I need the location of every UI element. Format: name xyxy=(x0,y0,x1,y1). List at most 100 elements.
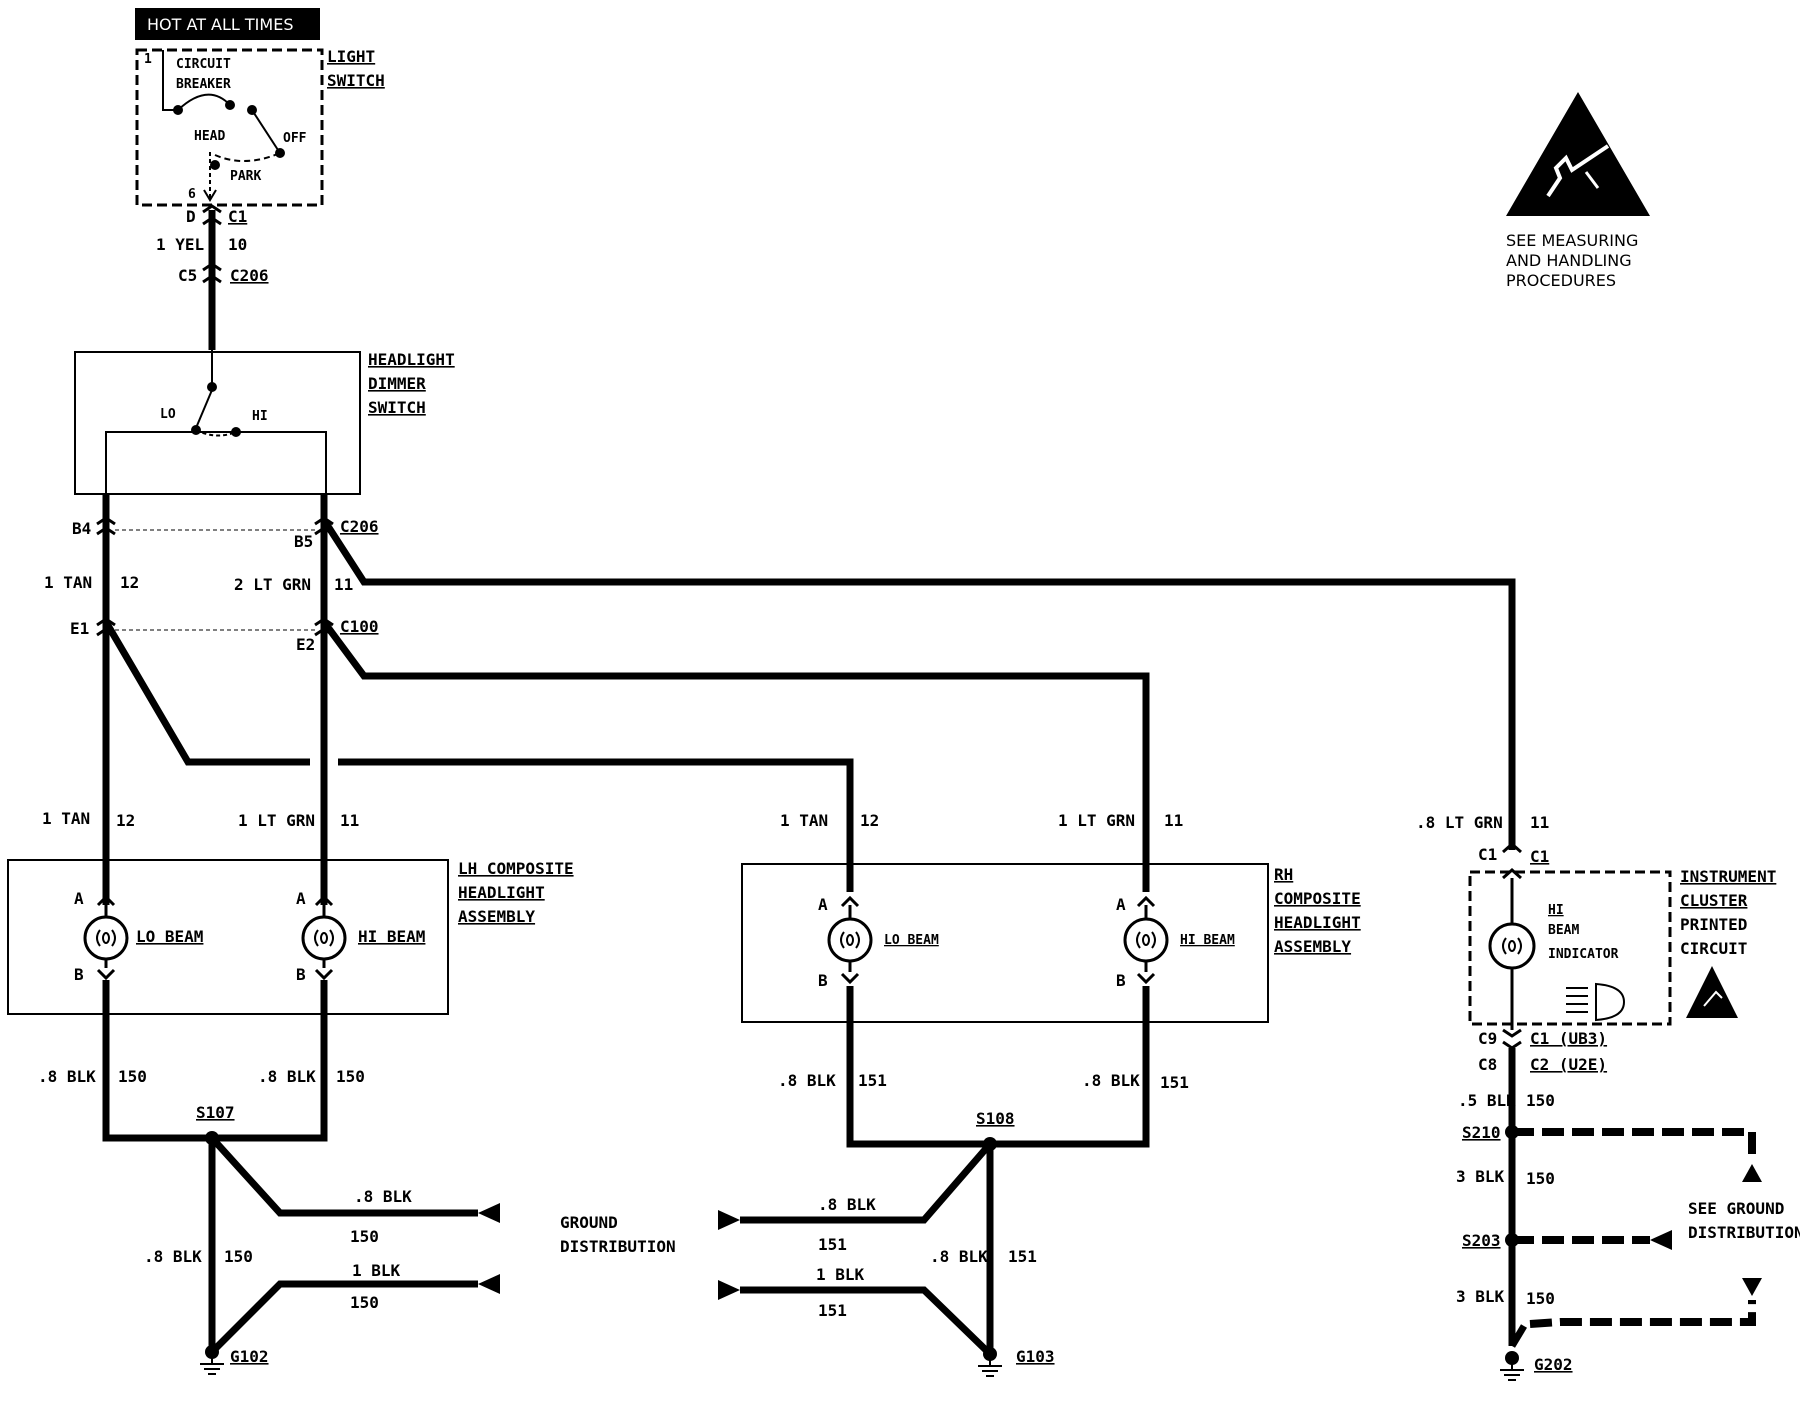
circuit-11-rh: 11 xyxy=(1164,811,1183,830)
light-switch-pin-1: 1 xyxy=(144,52,152,67)
wire-label-lh-blk-5: 1 BLK xyxy=(352,1261,401,1280)
lh-headlight-assembly-box xyxy=(7,859,449,1015)
circuit-12-top: 12 xyxy=(120,573,139,592)
connector-marks xyxy=(96,516,334,637)
park-label: PARK xyxy=(230,169,261,184)
circuit-150-ic-2: 150 xyxy=(1526,1169,1555,1188)
ic-title-1: INSTRUMENT xyxy=(1680,867,1776,886)
light-switch-internals xyxy=(162,50,285,202)
ic-connector-c9: C9 xyxy=(1478,1029,1497,1048)
dimmer-switch-contacts xyxy=(191,350,241,437)
dimmer-inner-box xyxy=(105,431,327,495)
wire-label-lh-blk-2: .8 BLK xyxy=(258,1067,316,1086)
connector-c100: C100 xyxy=(340,617,379,636)
ground-g202: G202 xyxy=(1534,1355,1573,1374)
connector-c206-top: C206 xyxy=(230,266,269,285)
circuit-151-rh-1: 151 xyxy=(858,1071,887,1090)
ground-distribution-label-2: DISTRIBUTION xyxy=(560,1237,676,1256)
wire-label-rh-ltgrn: 1 LT GRN xyxy=(1058,811,1135,830)
esd-warning-icon xyxy=(1506,92,1650,216)
wire-label-1-tan-top: 1 TAN xyxy=(44,573,92,592)
splice-s210-dot xyxy=(1505,1125,1519,1139)
rh-title-2: COMPOSITE xyxy=(1274,889,1361,908)
rh-title-3: HEADLIGHT xyxy=(1274,913,1361,932)
rh-title-1: RH xyxy=(1274,865,1293,884)
rh-hi-pin-b: B xyxy=(1116,971,1126,990)
wire-label-2-lt-grn: 2 LT GRN xyxy=(234,575,311,594)
circuit-150-ic-3: 150 xyxy=(1526,1289,1555,1308)
connector-b4: B4 xyxy=(72,519,91,538)
esd-note-line-3: PROCEDURES xyxy=(1506,271,1616,290)
ground-symbol-icon-g102 xyxy=(200,1345,224,1375)
splice-s107-dot xyxy=(205,1131,219,1145)
rh-ground-wiring xyxy=(740,986,1150,1357)
hi-beam-indicator-label-1: HI xyxy=(1548,903,1564,918)
light-switch-title-2: SWITCH xyxy=(327,71,385,90)
connector-c1-top: C1 xyxy=(228,207,247,226)
circuit-11-lh: 11 xyxy=(340,811,359,830)
ic-connector-c1-ub3: C1 (UB3) xyxy=(1530,1029,1607,1048)
lh-title-1: LH COMPOSITE xyxy=(458,859,574,878)
wire-label-rh-blk-4: .8 BLK xyxy=(930,1247,988,1266)
rh-hi-beam-label: HI BEAM xyxy=(1180,933,1235,948)
wire-label-lh-blk-4: .8 BLK xyxy=(144,1247,202,1266)
dimmer-title-1: HEADLIGHT xyxy=(368,350,455,369)
ic-ground-end-2 xyxy=(1650,1230,1672,1250)
wire-label-1-yel: 1 YEL xyxy=(156,235,204,254)
circuit-10: 10 xyxy=(228,235,247,254)
ground-g102: G102 xyxy=(230,1347,269,1366)
rh-hi-pin-a: A xyxy=(1116,895,1126,914)
splice-s107: S107 xyxy=(196,1103,235,1122)
hi-beam-indicator-bulb-icon xyxy=(1488,878,1536,1030)
dimmer-lo-label: LO xyxy=(160,407,176,422)
connector-e1: E1 xyxy=(70,619,89,638)
circuit-breaker-label-2: BREAKER xyxy=(176,77,231,92)
dimmer-title-3: SWITCH xyxy=(368,398,426,417)
hi-beam-indicator-label-3: INDICATOR xyxy=(1548,947,1619,962)
ic-ground-end-1 xyxy=(1742,1164,1762,1182)
lh-title-3: ASSEMBLY xyxy=(458,907,535,926)
see-ground-distribution-2: DISTRIBUTION xyxy=(1688,1223,1800,1242)
wire-label-lh-blk-3: .8 BLK xyxy=(354,1187,412,1206)
esd-warning-icon-small xyxy=(1686,966,1738,1018)
rh-lo-beam-label: LO BEAM xyxy=(884,933,939,948)
rh-lo-pin-b: B xyxy=(818,971,828,990)
headlight-dimmer-switch-box xyxy=(74,351,361,495)
lh-title-2: HEADLIGHT xyxy=(458,883,545,902)
see-ground-distribution-1: SEE GROUND xyxy=(1688,1199,1784,1218)
splice-s210: S210 xyxy=(1462,1123,1501,1142)
connector-b5: B5 xyxy=(294,532,313,551)
connector-c5: C5 xyxy=(178,266,197,285)
instrument-cluster-box xyxy=(1468,870,1672,1026)
light-switch-box xyxy=(135,48,324,207)
lh-lo-beam-bulb-icon xyxy=(83,894,129,981)
ic-ground-wiring xyxy=(1508,1048,1528,1348)
circuit-11-ic: 11 xyxy=(1530,813,1549,832)
wire-label-ic-blk-3b: 3 BLK xyxy=(1456,1287,1505,1306)
esd-note-line-1: SEE MEASURING xyxy=(1506,231,1638,250)
wire-label-rh-blk-5: 1 BLK xyxy=(816,1265,865,1284)
lh-hi-pin-b: B xyxy=(296,965,306,984)
headlamp-symbol-icon xyxy=(1566,982,1626,1022)
circuit-150-lh-4: 150 xyxy=(224,1247,253,1266)
splice-s108-dot xyxy=(983,1137,997,1151)
ic-title-2: CLUSTER xyxy=(1680,891,1748,910)
ground-symbol-icon-g103 xyxy=(978,1347,1002,1377)
dimmer-title-2: DIMMER xyxy=(368,374,426,393)
connector-c206-mid: C206 xyxy=(340,517,379,536)
ic-connector-c2-u2e: C2 (U2E) xyxy=(1530,1055,1607,1074)
main-wires xyxy=(102,494,1516,905)
wire-label-lh-tan: 1 TAN xyxy=(42,809,90,828)
connector-d: D xyxy=(186,207,196,226)
head-label: HEAD xyxy=(194,129,225,144)
ground-g103: G103 xyxy=(1016,1347,1055,1366)
ic-top-connector xyxy=(1502,841,1522,880)
light-switch-pin-6: 6 xyxy=(188,187,196,202)
circuit-150-lh-5: 150 xyxy=(350,1293,379,1312)
circuit-12-lh: 12 xyxy=(116,811,135,830)
rh-lo-beam-bulb-icon xyxy=(827,895,873,985)
circuit-151-rh-2: 151 xyxy=(1160,1073,1189,1092)
light-switch-title-1: LIGHT xyxy=(327,47,375,66)
wire-label-rh-tan: 1 TAN xyxy=(780,811,828,830)
